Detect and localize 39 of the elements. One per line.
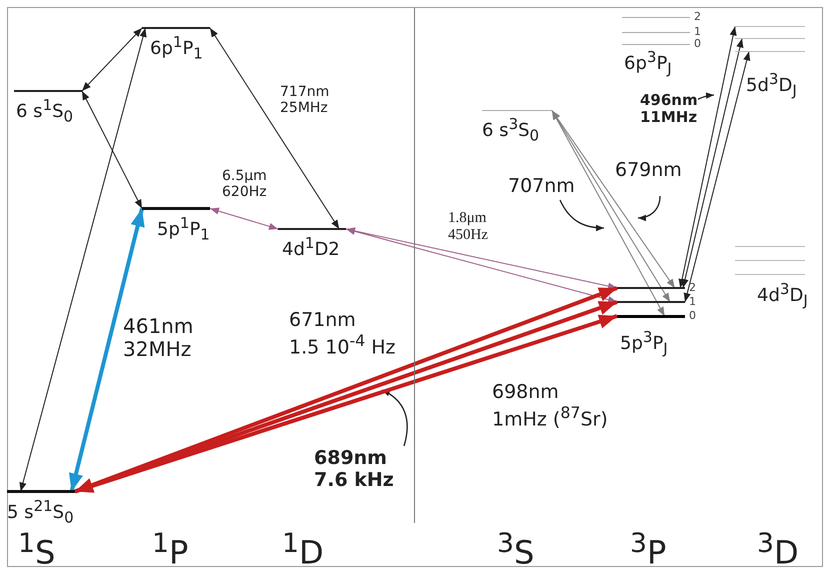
level-label: 6 s$^{3}$S$_{0}$ xyxy=(482,115,540,145)
term-label: $^{3}$P xyxy=(630,528,666,572)
level-label: 5p$^{1}$P$_{1}$ xyxy=(157,214,210,244)
level-label: 5 s$^{21}$S$_{0}$ xyxy=(7,497,75,527)
term-label: $^{1}$P xyxy=(152,528,188,572)
arrow xyxy=(82,28,142,92)
energy-level-line xyxy=(735,246,805,247)
arrow xyxy=(678,26,737,288)
j-number: 1 xyxy=(689,296,696,308)
arrow xyxy=(82,90,142,209)
level-label: 6p$^{1}$P$_{1}$ xyxy=(150,33,204,63)
energy-level-line xyxy=(735,260,805,261)
energy-level-line xyxy=(735,274,805,275)
arrow xyxy=(68,208,145,492)
arrow xyxy=(346,227,618,290)
arrow xyxy=(346,228,618,304)
arrow xyxy=(210,208,278,230)
energy-level-line xyxy=(735,26,805,27)
j-number: 0 xyxy=(689,310,696,322)
term-label: $^{3}$S xyxy=(497,528,534,572)
term-label: $^{1}$D xyxy=(282,528,324,572)
arrow xyxy=(684,51,750,302)
j-number: 2 xyxy=(694,11,701,23)
arrow xyxy=(210,28,340,230)
level-label: 6p$^{3}$P$_{J}$ xyxy=(624,48,672,78)
arrow xyxy=(682,38,744,288)
term-label: $^{1}$S xyxy=(18,528,56,572)
level-label: 4d$^{3}$D$_{J}$ xyxy=(757,280,808,310)
j-number: 1 xyxy=(694,26,701,38)
term-label: $^{3}$D xyxy=(757,528,799,572)
j-number: 0 xyxy=(694,38,701,50)
j-number: 2 xyxy=(689,282,696,294)
level-label: 5p$^{3}$P$_{J}$ xyxy=(620,328,668,358)
arrow xyxy=(19,28,147,492)
level-label: 5d$^{3}$D$_{J}$ xyxy=(746,70,797,100)
energy-level-line xyxy=(735,51,805,52)
level-label: 4d$^{1}$D2 xyxy=(282,234,341,260)
energy-level-line xyxy=(735,38,805,39)
level-label: 6 s$^{1}$S$_{0}$ xyxy=(16,96,74,126)
